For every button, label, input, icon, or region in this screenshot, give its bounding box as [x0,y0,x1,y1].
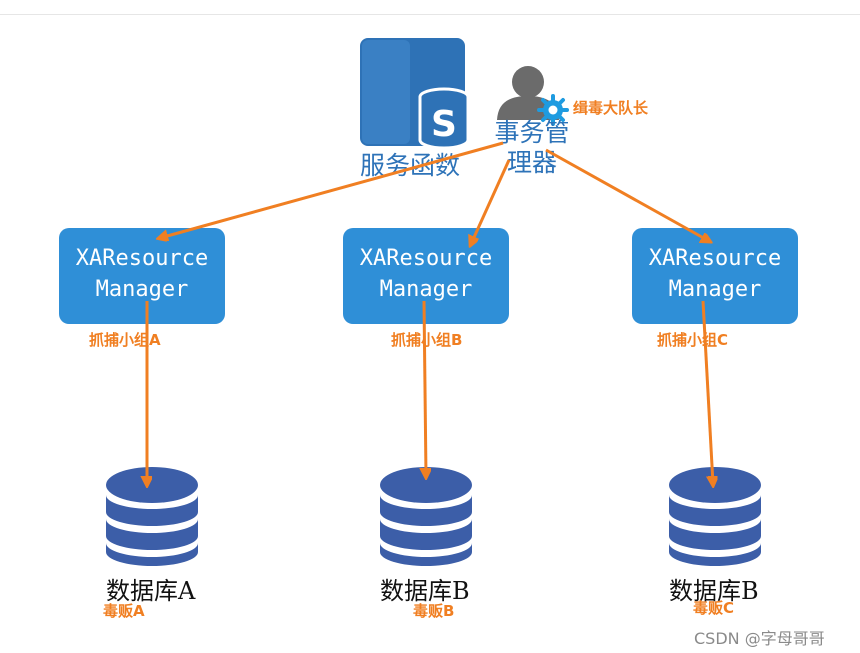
resource-manager-a-line1: XAResource [75,246,209,271]
user-gear-icon [497,66,569,126]
service-label: 服务函数 [360,151,461,180]
arrow-tm-to-rm-a [160,141,504,238]
group-label-b: 抓捕小组B [391,331,463,349]
database-label-a: 数据库A [106,577,196,605]
database-icon [106,467,198,566]
top-divider [0,14,860,15]
arrow-tm-to-rm-b [471,159,511,244]
resource-manager-c-line1: XAResource [648,246,782,271]
resource-manager-c: XAResource Manager [632,228,798,324]
transaction-manager-role-label: 缉毒大队长 [573,99,649,117]
database-label-c: 数据库B [669,577,759,605]
resource-manager-b: XAResource Manager [343,228,509,324]
resource-manager-c-line2: Manager [668,277,762,302]
arrow-tm-to-rm-c [545,148,709,241]
arrow-rm-c-to-db-c [701,300,713,484]
watermark-text: CSDN @字母哥哥 [694,629,825,648]
resource-manager-a: XAResource Manager [59,228,225,324]
database-service-icon: S [360,38,470,150]
dealer-label-a: 毒贩A [103,602,145,620]
group-label-a: 抓捕小组A [89,331,161,349]
resource-manager-b-line1: XAResource [359,246,493,271]
dealer-label-c: 毒贩C [693,599,735,617]
group-label-c: 抓捕小组C [657,331,729,349]
database-icon [380,467,472,566]
transaction-manager-label-line1: 事务管 [494,118,570,147]
service-icon-letter: S [431,104,457,145]
resource-manager-b-line2: Manager [379,277,473,302]
arrow-rm-b-to-db-b [424,300,426,476]
dealer-label-b: 毒贩B [413,602,455,620]
database-label-b: 数据库B [380,577,470,605]
resource-manager-a-line2: Manager [95,277,189,302]
